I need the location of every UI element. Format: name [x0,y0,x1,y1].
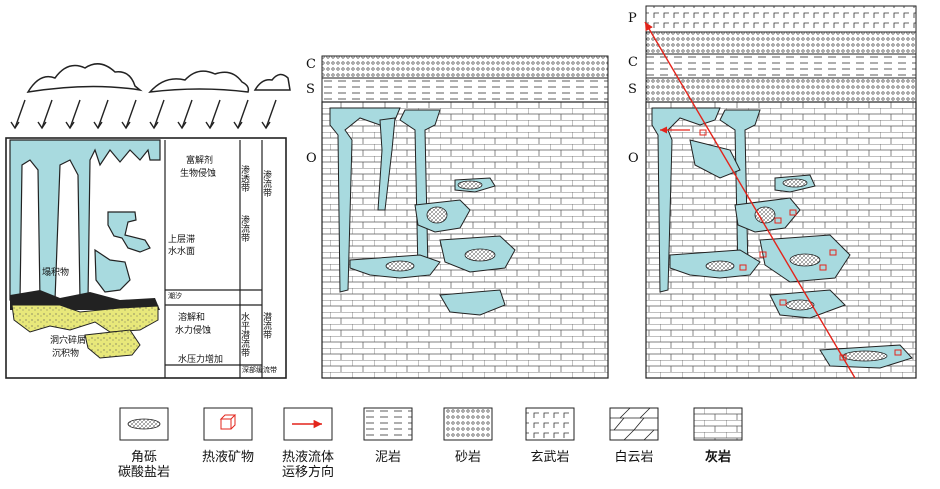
rain-arrows [10,99,277,130]
panel-a-labels: 富解剂 生物侵蚀 渗透带 渗流带 渗流带 上层滞 水水面 塌积物 潮汐 溶解和 … [42,154,277,374]
zone-flow: 渗流带 [239,214,250,243]
water-table-2: 水水面 [168,245,195,257]
hydrothermal-flow-arrow [644,21,856,379]
panel-c-label-o: O [628,151,639,166]
panel-b-label-o: O [306,151,317,166]
panel-b-label-c: C [306,57,316,72]
panel-b-labels: C S O [306,57,317,166]
legend-label-dolomite: 白云岩 [614,450,654,465]
sediment-lower [84,329,141,359]
legend-label-mudstone: 泥岩 [374,450,401,465]
dolomite-hatch [610,407,658,441]
legend-label-limestone: 灰岩 [704,450,731,465]
deep-zone: 潜流带 [261,311,272,340]
panel-b-sand-c [321,55,609,79]
panel-b-label-s: S [306,82,315,97]
legend-label-sandstone: 砂岩 [454,450,481,465]
panel-c-labels: P C S O [628,11,639,166]
panel-c-sand [645,31,917,55]
tidal-1: 潮汐 [168,291,182,300]
panel-c-basalt-p [645,5,917,33]
panel-b-mud-s [321,77,609,103]
legend-label-flow: 热液流体运移方向 [281,450,334,480]
panel-c-label-p: P [628,11,637,26]
legend-label-mineral: 热液矿物 [201,450,254,465]
panel-a [5,63,291,379]
mudstone-icon [363,407,413,441]
breccia-1: 洞穴碎屑 [50,334,86,346]
panel-b [321,55,609,379]
legend-label-basalt: 玄武岩 [530,450,570,465]
water-table-1: 上层滞 [168,234,195,245]
panel-c [644,5,917,379]
zone-upper-2: 生物侵蚀 [180,167,216,179]
limestone-icon [693,407,743,441]
panel-b-breccia [385,180,496,272]
panel-c-breccia [705,178,888,362]
legend-label-breccia: 角砾碳酸盐岩 [117,450,170,480]
hydrothermal-mineral-icon [203,407,253,441]
mineral-cube-icon [219,414,237,430]
basalt-icon [525,407,575,441]
panel-c-label-s: S [628,82,637,97]
lower-zone-1: 溶解和 [178,311,205,323]
legend [119,407,743,441]
zone-band: 渗流带 [261,169,272,198]
phreatic-zone: 水平潜流带 [239,311,250,358]
panel-c-sand-s [645,77,917,103]
collapse-label: 塌积物 [42,266,69,278]
breccia-swatch [127,418,161,430]
panel-c-mud [645,53,917,79]
lower-zone-2: 水力侵蚀 [175,324,211,336]
zone-seepage: 渗透带 [239,164,250,193]
panel-c-label-c: C [628,55,638,70]
panel-c-hydro-minerals [699,129,902,361]
pressure-label: 水压力增加 [178,353,223,365]
breccia-2: 沉积物 [52,347,79,359]
zone-dividers [164,140,263,378]
sandstone-icon [443,407,493,441]
cloud-icon [26,63,291,93]
dolomite-icon [609,407,659,441]
slow-zone: 深部缓流带 [242,365,277,374]
zone-upper-1: 富解剂 [186,154,213,166]
